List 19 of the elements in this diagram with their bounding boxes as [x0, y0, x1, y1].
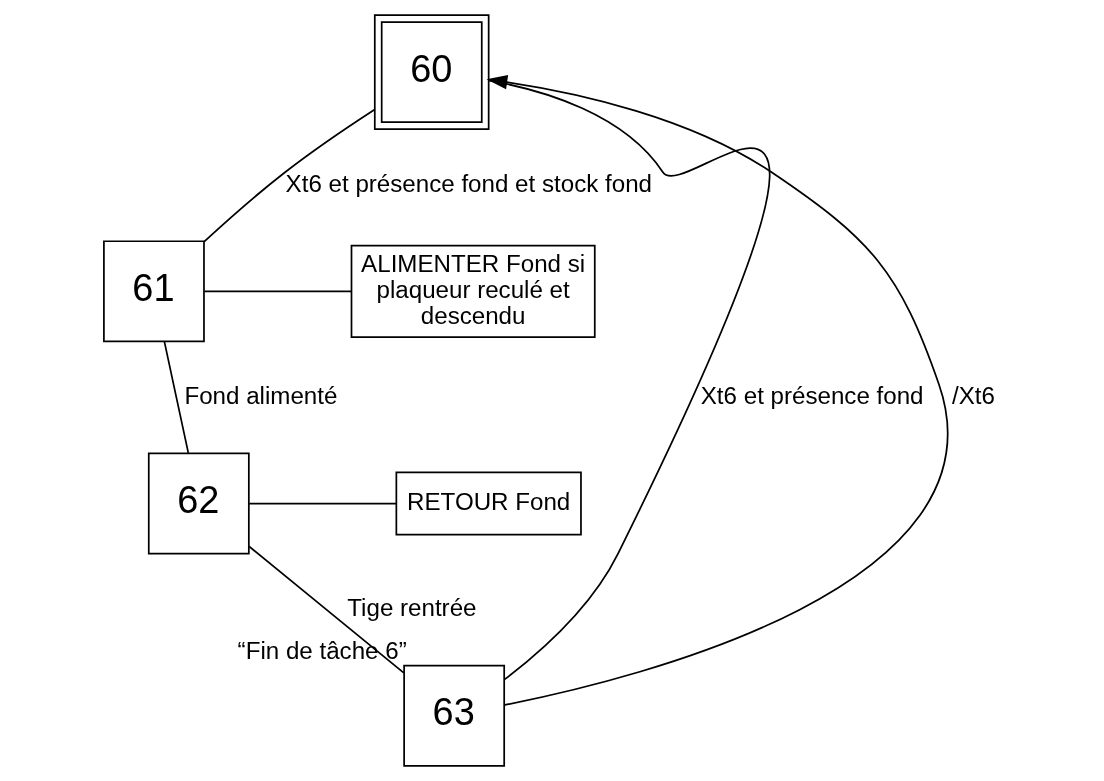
edge-label: Xt6 et présence fond et stock fond — [285, 169, 652, 197]
connector — [247, 545, 405, 674]
node-box: 63 — [402, 664, 505, 767]
edge-label: /Xt6 — [951, 381, 995, 409]
edge-label: Fond alimenté — [183, 381, 337, 409]
edge-label: Xt6 et présence fond — [700, 381, 924, 409]
connector — [202, 108, 376, 243]
connector — [487, 79, 770, 681]
node-box: RETOUR Fond — [395, 471, 582, 536]
node-label: “Fin de tâche 6” — [237, 637, 407, 665]
connector — [203, 290, 352, 293]
connector — [247, 502, 397, 505]
node-box: 62 — [147, 452, 250, 555]
edge-label: Tige rentrée — [346, 594, 477, 622]
connector — [162, 340, 189, 454]
node-box: 60 — [373, 14, 490, 130]
node-box: ALIMENTER Fond si plaqueur reculé et descendu — [350, 244, 596, 338]
node-box: 61 — [102, 240, 205, 343]
arrow — [486, 75, 949, 706]
